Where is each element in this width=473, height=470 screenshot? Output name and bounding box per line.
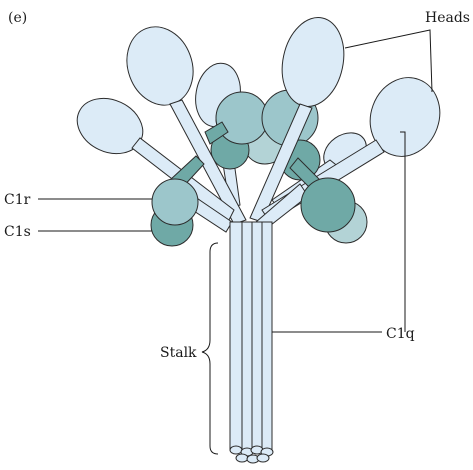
leader-c1q-head — [400, 131, 406, 332]
c1r-left — [151, 178, 199, 226]
label-c1s: C1s — [4, 224, 31, 240]
c1r-center-left — [215, 91, 269, 145]
annotations: Heads C1r C1s Stalk C1q — [4, 10, 470, 455]
label-heads: Heads — [425, 10, 470, 26]
label-stalk: Stalk — [160, 345, 197, 361]
rod-upper-left — [204, 121, 229, 145]
front-heads — [76, 17, 441, 157]
head-right — [369, 77, 441, 157]
c1q-stalk — [229, 221, 274, 464]
arm-top-left — [169, 99, 247, 225]
stalk-strand-4 — [261, 221, 273, 451]
stalk-brace — [201, 242, 219, 455]
stalk-strand-3 — [251, 221, 263, 451]
right-c1r-c1s — [300, 177, 368, 244]
leader-heads — [344, 29, 433, 93]
panel-label: (e) — [8, 10, 27, 26]
c1r-right — [300, 177, 356, 233]
stalk-strand-2 — [241, 221, 253, 451]
strand-end — [256, 453, 270, 463]
label-c1r: C1r — [4, 192, 31, 208]
left-c1r-c1s — [150, 178, 199, 247]
head-top-left — [126, 26, 194, 106]
label-c1q: C1q — [386, 326, 415, 342]
central-c1r-c1s-cluster — [210, 89, 321, 181]
strand-end — [235, 453, 249, 463]
strand-end — [229, 445, 243, 455]
stalk-strand-1 — [229, 221, 243, 451]
